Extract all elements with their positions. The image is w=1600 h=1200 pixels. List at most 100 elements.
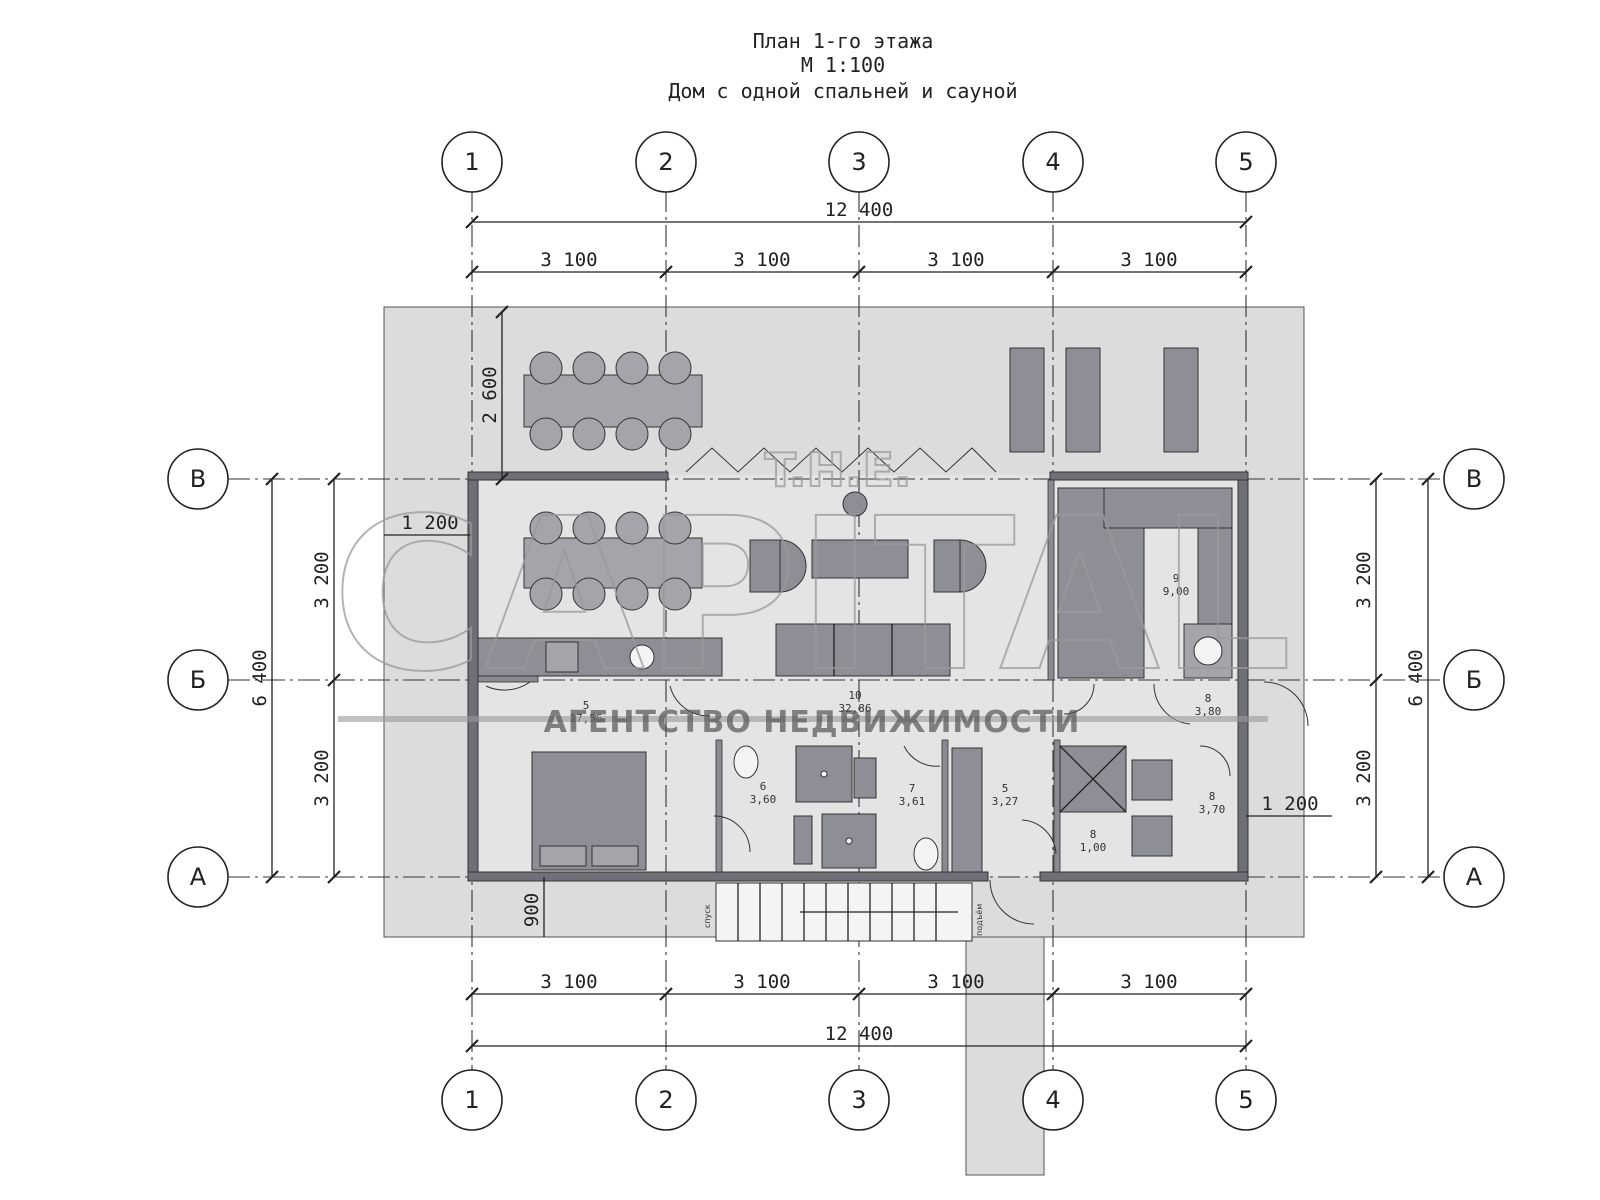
- lounger: [1065, 347, 1101, 453]
- folding-glazing: [685, 447, 997, 473]
- dim-text-left-offset: 1 200: [401, 512, 458, 534]
- door-arc: [669, 685, 711, 717]
- axis-label: 2: [658, 148, 673, 176]
- shower-diagonal: [1059, 745, 1127, 813]
- dim-text-top-span: 3 100: [733, 249, 790, 271]
- door-arc: [1153, 683, 1191, 725]
- room-area: 32,86: [838, 702, 871, 715]
- kitchen-worktop: [477, 637, 723, 677]
- coffee-table: [811, 539, 909, 579]
- terrace-chair: [529, 351, 563, 385]
- room-label: 83,80: [1195, 692, 1222, 718]
- entry-stairs: спуск подъём: [703, 882, 984, 942]
- plan-title: План 1-го этажа М 1:100 Дом с одной спал…: [668, 29, 1017, 103]
- terrace-chair: [615, 351, 649, 385]
- dim-tick: [1239, 265, 1253, 279]
- axis-label: Б: [1466, 666, 1482, 694]
- bedroom: [531, 751, 647, 871]
- axis-marker-bottom-1: 1: [441, 1069, 503, 1131]
- sofa: [775, 623, 951, 677]
- dim-tick: [1369, 870, 1383, 884]
- title-line-1: План 1-го этажа: [753, 29, 934, 53]
- dining-chair: [572, 577, 606, 611]
- dim-text-bottom-span: 3 100: [540, 971, 597, 993]
- dim-tick: [465, 1039, 479, 1053]
- sink-bowl: [629, 644, 655, 670]
- watermark-agency: АГЕНТСТВО НЕДВИЖИМОСТИ: [544, 705, 1081, 740]
- plunge-seat: [1131, 759, 1173, 801]
- dim-text-right-span: 3 200: [1353, 749, 1375, 806]
- wall-bottom-east: [1039, 871, 1249, 882]
- top-dimensions: 12 400 3 100 3 100 3 100 3 100: [465, 199, 1253, 279]
- plunge-seat: [1131, 815, 1173, 857]
- room-label: 83,70: [1199, 790, 1226, 816]
- dim-tick: [465, 215, 479, 229]
- dim-text-bottom-span: 3 100: [733, 971, 790, 993]
- wardrobe: [951, 747, 983, 873]
- dining-chair: [529, 577, 563, 611]
- door-arc: [1021, 819, 1057, 855]
- room-number: 8: [1090, 828, 1097, 841]
- dim-text-left-span: 3 200: [311, 749, 333, 806]
- dim-tick: [852, 265, 866, 279]
- axis-marker-right-v: В: [1443, 448, 1505, 510]
- room-area: 1,00: [1080, 841, 1107, 854]
- axis-marker-right-b: Б: [1443, 649, 1505, 711]
- door-arc: [1063, 683, 1095, 715]
- room-label: 99,00: [1163, 572, 1190, 598]
- washbasin: [793, 815, 813, 865]
- axis-label: 4: [1045, 148, 1060, 176]
- axis-label: 3: [851, 1086, 866, 1114]
- dim-tick: [495, 305, 509, 319]
- room-number: 9: [1173, 572, 1180, 585]
- dim-text-left-span: 3 200: [311, 551, 333, 608]
- stove-stones: [1193, 636, 1223, 666]
- room-area: 3,60: [750, 793, 777, 806]
- dim-tick: [265, 472, 279, 486]
- dim-text-terrace-depth: 2 600: [479, 366, 501, 423]
- dim-tick: [1369, 472, 1383, 486]
- axis-marker-right-a: А: [1443, 846, 1505, 908]
- lounge-furniture: [749, 491, 987, 677]
- door-arc: [485, 681, 531, 691]
- axis-label: 4: [1045, 1086, 1060, 1114]
- agency-watermark: T.H.E. CAPITAL АГЕНТСТВО НЕДВИЖИМОСТИ: [331, 442, 1293, 740]
- shower-drain: [845, 837, 853, 845]
- room-area: 3,70: [1199, 803, 1226, 816]
- dining-chair: [529, 511, 563, 545]
- door-arc: [903, 745, 941, 767]
- dim-tick: [265, 870, 279, 884]
- hob: [545, 641, 579, 673]
- room-label: 73,61: [899, 782, 926, 808]
- room-area: 3,80: [1195, 705, 1222, 718]
- door-arc: [1199, 745, 1231, 777]
- entry-path: [965, 936, 1045, 1176]
- room-number: 10: [848, 689, 861, 702]
- dim-text-right-span: 3 200: [1353, 551, 1375, 608]
- living-dining-set: [523, 511, 703, 611]
- dim-tick: [465, 265, 479, 279]
- dim-text-top-total: 12 400: [825, 199, 894, 221]
- axis-marker-left-a: А: [167, 846, 229, 908]
- axis-label: 2: [658, 1086, 673, 1114]
- toilet: [733, 745, 759, 779]
- watermark-rule: [338, 716, 1268, 722]
- room-number: 8: [1205, 692, 1212, 705]
- dim-tick: [465, 987, 479, 1001]
- door-arc: [989, 879, 1035, 925]
- bottom-dimensions: 3 100 3 100 3 100 3 100 12 400: [465, 971, 1253, 1053]
- dining-chair: [658, 511, 692, 545]
- stair-label-up: подъём: [975, 904, 984, 936]
- axis-marker-top-4: 4: [1022, 131, 1084, 193]
- armchair-right: [933, 539, 987, 593]
- axis-marker-top-3: 3: [828, 131, 890, 193]
- dim-text-left-total: 6 400: [249, 649, 271, 706]
- axis-label: В: [190, 465, 206, 493]
- dim-tick: [852, 987, 866, 1001]
- dining-chair: [658, 577, 692, 611]
- wall-bath-1: [715, 739, 723, 873]
- axis-marker-top-1: 1: [441, 131, 503, 193]
- axis-label: 5: [1238, 148, 1253, 176]
- room-label: 63,60: [750, 780, 777, 806]
